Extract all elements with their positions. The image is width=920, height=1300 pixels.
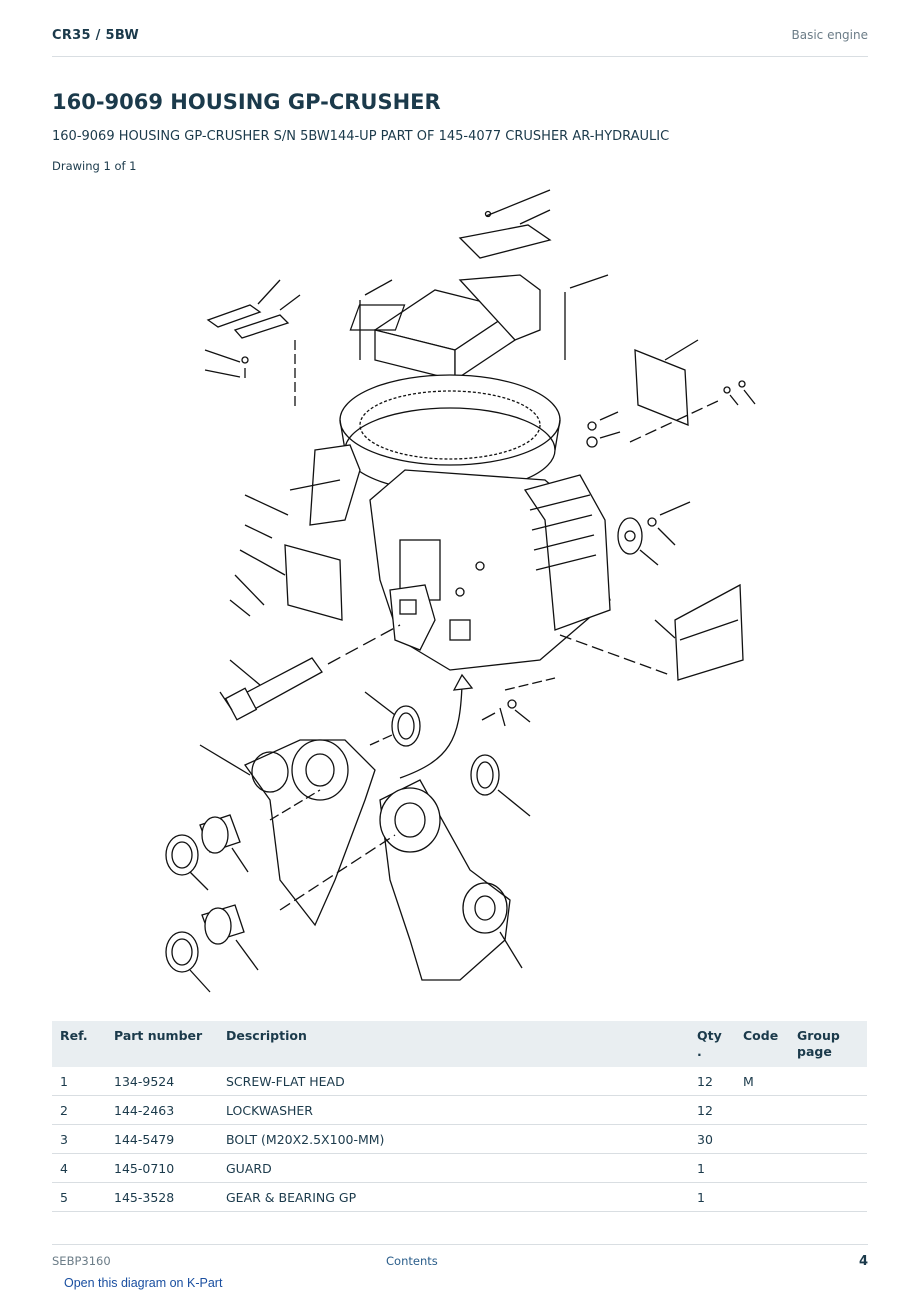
row-description: BOLT (M20X2.5X100-MM) — [218, 1124, 689, 1154]
page-number: 4 — [858, 1254, 868, 1269]
col-group-page: Group page — [789, 1021, 867, 1067]
row-code — [735, 1095, 789, 1125]
mid-washers — [364, 691, 531, 817]
row-qty: 12 — [689, 1067, 735, 1096]
row-part-number: 145-3528 — [106, 1182, 218, 1212]
drawing-label: Drawing 1 of 1 — [52, 159, 137, 173]
col-code: Code — [735, 1021, 789, 1067]
col-ref: Ref. — [52, 1021, 106, 1067]
page-subtitle: 160-9069 HOUSING GP-CRUSHER S/N 5BW144-U… — [52, 129, 670, 144]
right-side-parts — [559, 339, 756, 681]
row-qty: 1 — [689, 1182, 735, 1212]
top-cover-plate — [458, 189, 552, 259]
parts-table-header: Ref. Part number Description Qty . Code … — [52, 1021, 867, 1067]
row-part-number: 134-9524 — [106, 1067, 218, 1096]
table-row: 3 144-5479 BOLT (M20X2.5X100-MM) 30 — [52, 1124, 867, 1154]
row-part-number: 144-2463 — [106, 1095, 218, 1125]
crusher-body — [369, 469, 611, 671]
row-qty: 1 — [689, 1153, 735, 1183]
parts-table: Ref. Part number Description Qty . Code … — [52, 1021, 867, 1212]
col-description: Description — [218, 1021, 689, 1067]
row-ref: 5 — [52, 1182, 106, 1212]
section-label: Basic engine — [791, 28, 868, 42]
row-ref: 2 — [52, 1095, 106, 1125]
open-kpart-link[interactable]: Open this diagram on K-Part — [64, 1276, 223, 1290]
row-description: GEAR & BEARING GP — [218, 1182, 689, 1212]
page-title: 160-9069 HOUSING GP-CRUSHER — [52, 90, 441, 114]
exploded-parts-diagram — [160, 180, 780, 1000]
row-ref: 1 — [52, 1067, 106, 1096]
row-group-page — [789, 1153, 867, 1183]
row-code — [735, 1182, 789, 1212]
page-footer: SEBP3160 Contents 4 — [52, 1244, 868, 1275]
row-group-page — [789, 1182, 867, 1212]
contents-link[interactable]: Contents — [386, 1254, 438, 1268]
row-description: LOCKWASHER — [218, 1095, 689, 1125]
page-header: CR35 / 5BW Basic engine — [52, 28, 868, 57]
row-part-number: 144-5479 — [106, 1124, 218, 1154]
document-id: SEBP3160 — [52, 1254, 111, 1268]
row-code — [735, 1124, 789, 1154]
row-code: M — [735, 1067, 789, 1096]
row-description: SCREW-FLAT HEAD — [218, 1067, 689, 1096]
upper-housing — [349, 274, 609, 382]
row-qty: 12 — [689, 1095, 735, 1125]
bushings-seals — [165, 814, 259, 993]
row-ref: 4 — [52, 1153, 106, 1183]
row-group-page — [789, 1124, 867, 1154]
assembly-arrow — [399, 673, 474, 779]
row-group-page — [789, 1095, 867, 1125]
hydraulic-cylinder — [219, 624, 401, 721]
row-code — [735, 1153, 789, 1183]
right-link-arm — [279, 779, 523, 981]
left-side-parts — [204, 279, 361, 621]
model-label: CR35 / 5BW — [52, 28, 140, 43]
table-row: 2 144-2463 LOCKWASHER 12 — [52, 1095, 867, 1125]
table-row: 5 145-3528 GEAR & BEARING GP 1 — [52, 1182, 867, 1212]
row-description: GUARD — [218, 1153, 689, 1183]
row-ref: 3 — [52, 1124, 106, 1154]
row-part-number: 145-0710 — [106, 1153, 218, 1183]
table-row: 4 145-0710 GUARD 1 — [52, 1153, 867, 1183]
left-link-arm — [199, 739, 376, 927]
col-part-number: Part number — [106, 1021, 218, 1067]
col-qty: Qty . — [689, 1021, 735, 1067]
row-group-page — [789, 1067, 867, 1096]
table-row: 1 134-9524 SCREW-FLAT HEAD 12 M — [52, 1067, 867, 1096]
row-qty: 30 — [689, 1124, 735, 1154]
small-bolt-washer — [481, 677, 556, 727]
